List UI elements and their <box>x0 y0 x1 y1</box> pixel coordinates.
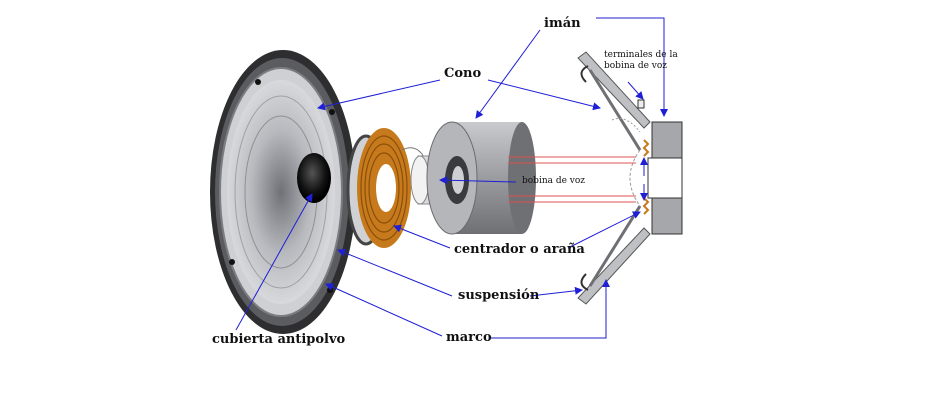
frame-lower-arm <box>577 227 651 305</box>
label-iman: imán <box>544 16 581 31</box>
dust-cap-section <box>629 149 641 207</box>
marco-arrow-left <box>325 283 443 337</box>
spider-section-upper <box>611 118 641 133</box>
marco-arrow-right <box>490 279 610 339</box>
leader-arrows <box>235 17 668 339</box>
cubierta-arrow <box>235 193 313 331</box>
label-centrador: centrador o araña <box>454 242 585 257</box>
speaker-cross-section <box>577 51 683 305</box>
cone-section-lower <box>588 205 642 287</box>
spider-ring <box>360 135 408 241</box>
coil-winding-lower <box>642 197 650 215</box>
spider-hole <box>376 164 396 212</box>
spider-ring <box>364 143 404 233</box>
centrador-arrow-right <box>567 211 641 249</box>
mount-hole <box>327 287 333 293</box>
label-cono: Cono <box>444 66 482 81</box>
gap-section <box>647 157 683 199</box>
suspension-arrow-left <box>337 248 453 297</box>
terminales-arrow <box>627 81 644 100</box>
dust-cap <box>297 153 331 203</box>
label-terminales-line1: terminales de la <box>604 50 678 60</box>
frame-upper-arm <box>577 51 651 129</box>
spider-part <box>346 128 425 248</box>
voice-coil-front <box>410 155 430 205</box>
label-suspension: suspensión <box>458 288 540 303</box>
cono-arrow-right <box>487 79 601 111</box>
cono-arrow-left <box>317 79 441 111</box>
cone-body <box>227 80 335 304</box>
coil-winding-upper <box>642 139 650 157</box>
label-terminales-line2: bobina de voz <box>604 61 668 71</box>
label-cubierta: cubierta antipolvo <box>212 332 346 347</box>
spider-ring <box>368 152 400 224</box>
iman-arrow-right <box>596 17 668 117</box>
label-marco: marco <box>446 330 492 345</box>
alignment-lines <box>508 156 636 203</box>
mount-hole <box>255 79 261 85</box>
mount-hole <box>329 109 335 115</box>
surround-upper <box>580 65 589 83</box>
mount-hole <box>229 259 235 265</box>
terminal-tab <box>637 99 645 109</box>
magnet-back <box>508 122 536 234</box>
cone-section-upper <box>588 69 642 151</box>
bobina-arrow-left <box>439 176 517 185</box>
iman-arrow-left <box>475 29 541 119</box>
centrador-arrow-left <box>393 224 451 249</box>
label-bobina: bobina de voz <box>522 176 586 186</box>
magnet-part <box>426 121 536 235</box>
suspension-arrow-right <box>529 286 583 297</box>
speaker-front-view <box>210 50 356 334</box>
surround-lower <box>580 273 589 291</box>
